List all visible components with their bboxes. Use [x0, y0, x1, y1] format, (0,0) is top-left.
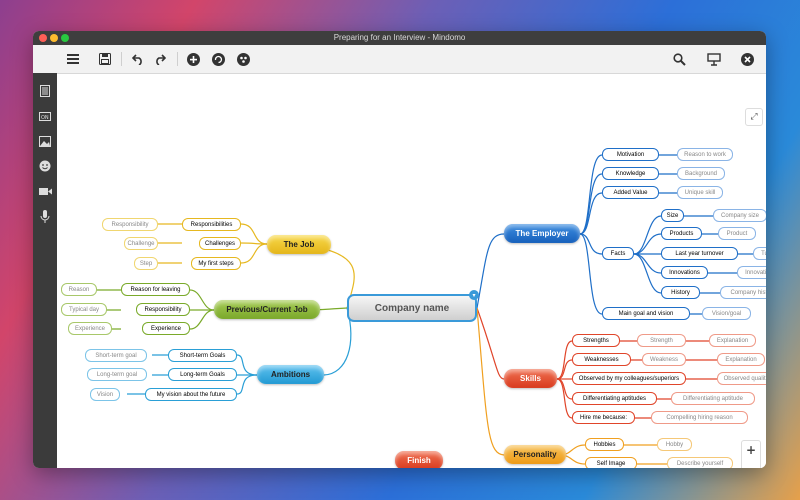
node-hobbies[interactable]: Hobbies	[585, 438, 624, 451]
node-long-term-goals[interactable]: Long-term Goals	[168, 368, 237, 381]
node-responsibility-sub[interactable]: Responsibility	[102, 218, 158, 231]
save-icon[interactable]	[97, 51, 113, 67]
image-icon[interactable]	[37, 133, 53, 149]
node-reason-to-work-sub[interactable]: Reason to work	[677, 148, 733, 161]
node-vision-goal-sub[interactable]: Vision/goal	[702, 307, 751, 320]
node-self-image[interactable]: Self Image	[585, 457, 637, 468]
node-typical-day-sub[interactable]: Typical day	[61, 303, 107, 316]
node-differentiating-aptitude-sub[interactable]: Differentiating aptitude	[671, 392, 755, 405]
node-weakness-sub[interactable]: Weakness	[642, 353, 686, 366]
topic-finish[interactable]: Finish	[395, 451, 443, 468]
node-responsibility[interactable]: Responsibility	[136, 303, 190, 316]
present-icon[interactable]	[706, 51, 722, 67]
node-company-history-sub[interactable]: Company history	[720, 286, 766, 299]
node-products[interactable]: Products	[661, 227, 702, 240]
node-step-sub[interactable]: Step	[134, 257, 158, 270]
outline-icon[interactable]	[37, 83, 53, 99]
node-my-first-steps[interactable]: My first steps	[191, 257, 241, 270]
node-unique-skill-sub[interactable]: Unique skill	[677, 186, 723, 199]
node-explanation-2-sub[interactable]: Explanation	[717, 353, 765, 366]
topic-previous-job[interactable]: Previous/Current Job	[214, 300, 320, 319]
node-innovation-sub[interactable]: Innovation	[737, 266, 766, 279]
zoom-controls: + − ⤡	[741, 440, 761, 468]
node-background-sub[interactable]: Background	[677, 167, 725, 180]
node-size[interactable]: Size	[661, 209, 684, 222]
refresh-icon[interactable]	[210, 51, 226, 67]
toolbar	[33, 45, 766, 74]
node-last-year-turnover[interactable]: Last year turnover	[661, 247, 738, 260]
node-responsibilities[interactable]: Responsibilities	[182, 218, 241, 231]
node-main-goal[interactable]: Main goal and vision	[602, 307, 690, 320]
node-added-value[interactable]: Added Value	[602, 186, 659, 199]
video-icon[interactable]	[37, 183, 53, 199]
node-strengths[interactable]: Strengths	[572, 334, 620, 347]
redo-icon[interactable]	[152, 51, 168, 67]
add-icon[interactable]	[185, 51, 201, 67]
node-challenges[interactable]: Challenges	[199, 237, 241, 250]
topic-the-employer[interactable]: The Employer	[504, 224, 580, 243]
node-company-size-sub[interactable]: Company size	[713, 209, 766, 222]
node-short-term-goal-sub[interactable]: Short-term goal	[85, 349, 147, 362]
node-observed-qualities-sub[interactable]: Observed qualities	[717, 372, 766, 385]
topic-ambitions[interactable]: Ambitions	[257, 365, 324, 384]
connectors	[97, 154, 753, 465]
window-title: Preparing for an Interview - Mindomo	[333, 33, 466, 42]
maximize-window-button[interactable]	[61, 34, 69, 42]
emoji-icon[interactable]	[37, 158, 53, 174]
title-bar: Preparing for an Interview - Mindomo	[33, 31, 766, 45]
node-my-vision[interactable]: My vision about the future	[145, 388, 237, 401]
mind-map-canvas[interactable]: Company name ▾ The Job Previous/Current …	[57, 74, 766, 468]
node-weaknesses[interactable]: Weaknesses	[572, 353, 631, 366]
theme-icon[interactable]	[235, 51, 251, 67]
node-observed[interactable]: Observed by my colleagues/superiors	[572, 372, 686, 385]
app-window: Preparing for an Interview - Mindomo m	[33, 31, 766, 468]
node-history[interactable]: History	[661, 286, 700, 299]
node-describe-yourself-sub[interactable]: Describe yourself	[667, 457, 733, 468]
node-challenge-sub[interactable]: Challenge	[124, 237, 158, 250]
node-compelling-reason-sub[interactable]: Compelling hiring reason	[651, 411, 748, 424]
node-product-sub[interactable]: Product	[718, 227, 756, 240]
sidebar: ON	[33, 73, 57, 468]
rename-icon[interactable]: ON	[37, 108, 53, 124]
node-facts[interactable]: Facts	[602, 247, 634, 260]
zoom-out-icon[interactable]: −	[742, 460, 760, 468]
collapse-icon[interactable]: ▾	[469, 290, 479, 300]
zoom-in-icon[interactable]: +	[745, 443, 757, 457]
node-explanation-1-sub[interactable]: Explanation	[709, 334, 756, 347]
node-reason-for-leaving[interactable]: Reason for leaving	[121, 283, 190, 296]
topic-personality[interactable]: Personality	[504, 445, 566, 464]
node-experience[interactable]: Experience	[142, 322, 190, 335]
topic-skills[interactable]: Skills	[504, 369, 557, 388]
close-window-button[interactable]	[39, 34, 47, 42]
menu-icon[interactable]	[65, 51, 81, 67]
search-icon[interactable]	[671, 51, 687, 67]
node-long-term-goal-sub[interactable]: Long-term goal	[87, 368, 147, 381]
node-turnover-sub[interactable]: Turnover	[753, 247, 766, 260]
mic-icon[interactable]	[37, 208, 53, 224]
undo-icon[interactable]	[130, 51, 146, 67]
close-icon[interactable]	[739, 51, 755, 67]
node-hobby-sub[interactable]: Hobby	[657, 438, 692, 451]
expand-icon[interactable]: ⤢	[745, 108, 763, 126]
node-motivation[interactable]: Motivation	[602, 148, 659, 161]
svg-text:ON: ON	[41, 115, 49, 121]
minimize-window-button[interactable]	[50, 34, 58, 42]
node-differentiating-aptitudes[interactable]: Differentiating aptitudes	[572, 392, 657, 405]
node-innovations[interactable]: Innovations	[661, 266, 708, 279]
node-short-term-goals[interactable]: Short-term Goals	[168, 349, 237, 362]
central-topic[interactable]: Company name	[347, 294, 477, 322]
node-vision-sub[interactable]: Vision	[90, 388, 120, 401]
node-knowledge[interactable]: Knowledge	[602, 167, 659, 180]
node-experience-sub[interactable]: Experience	[68, 322, 112, 335]
topic-the-job[interactable]: The Job	[267, 235, 331, 254]
node-reason-sub[interactable]: Reason	[61, 283, 97, 296]
node-hire-me[interactable]: Hire me because:	[572, 411, 635, 424]
node-strength-sub[interactable]: Strength	[637, 334, 686, 347]
